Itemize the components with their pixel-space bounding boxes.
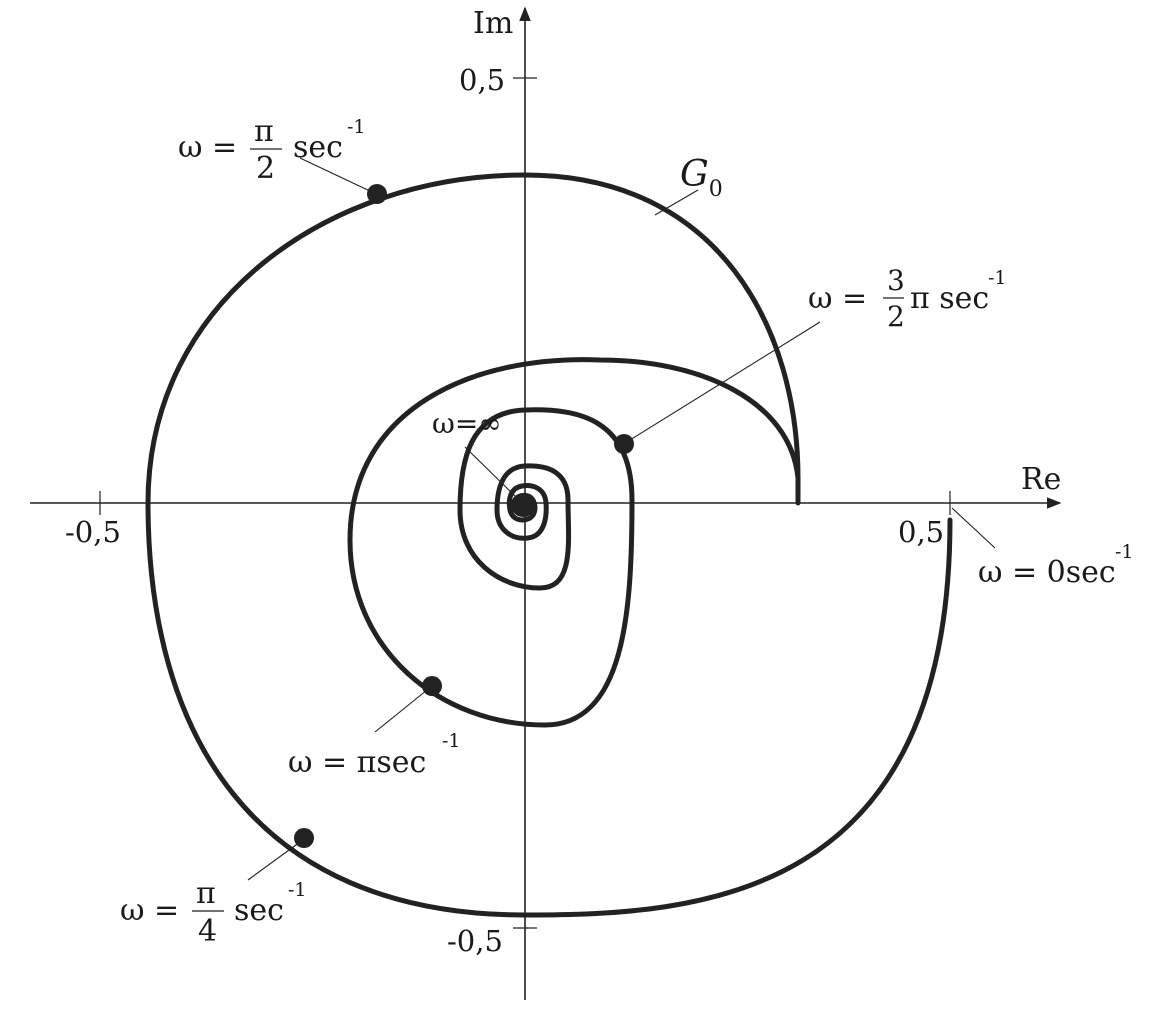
svg-text:3: 3 [887, 264, 905, 297]
label-w-pi4: ω = π 4 sec -1 [120, 876, 307, 949]
y-tick-label-neg: -0,5 [447, 924, 503, 958]
label-w-inf: ω=∞ [432, 407, 502, 440]
svg-text:ω = πsec: ω = πsec [288, 745, 426, 780]
label-w-pi2: ω = π 2 sec -1 [178, 114, 366, 186]
svg-text:sec: sec [234, 893, 284, 928]
marker-w-3pi2 [614, 434, 634, 454]
label-w-3pi2: ω = 3 2 π sec -1 [808, 264, 1007, 333]
marker-w-pi2 [367, 184, 387, 204]
nyquist-curve [145, 172, 953, 918]
curve-name-subscript: 0 [709, 177, 723, 202]
re-axis-label: Re [1021, 462, 1061, 497]
svg-text:4: 4 [198, 914, 217, 949]
leader-w-pi [374, 689, 428, 733]
svg-text:2: 2 [256, 151, 275, 186]
svg-text:-1: -1 [988, 267, 1007, 289]
marker-w-inf [511, 493, 535, 517]
svg-text:ω =: ω = [808, 281, 867, 316]
svg-text:sec: sec [293, 130, 343, 165]
svg-text:ω =: ω = [120, 893, 179, 928]
leader-w-inf [464, 446, 517, 498]
im-axis-label: Im [473, 6, 513, 41]
nyquist-curve-inner-spiral [347, 357, 801, 728]
svg-text:2: 2 [887, 300, 905, 333]
svg-text:π sec: π sec [910, 281, 989, 316]
svg-text:-1: -1 [347, 116, 366, 138]
svg-text:ω =: ω = [178, 130, 237, 165]
svg-text:π: π [196, 876, 216, 911]
leader-g0 [654, 189, 699, 216]
svg-text:π: π [254, 114, 274, 149]
y-tick-label-pos: 0,5 [459, 63, 505, 97]
leader-w0 [951, 507, 996, 549]
svg-text:-1: -1 [442, 730, 461, 752]
label-w0: ω = 0sec -1 [978, 541, 1134, 590]
label-w-pi: ω = πsec -1 [288, 730, 461, 780]
x-tick-label-neg: -0,5 [65, 515, 121, 549]
x-tick-label-pos: 0,5 [898, 515, 944, 549]
svg-text:-1: -1 [288, 879, 307, 901]
curve-name: G0 [680, 154, 723, 202]
leader-w-pi4 [247, 841, 301, 881]
leader-w-pi2 [299, 157, 373, 193]
leader-w-3pi2 [629, 321, 821, 441]
svg-text:-1: -1 [1115, 541, 1134, 563]
marker-w-pi [422, 676, 442, 696]
curve-name-main: G [680, 154, 709, 195]
svg-text:ω = 0sec: ω = 0sec [978, 555, 1116, 590]
marker-w-pi4 [294, 828, 314, 848]
